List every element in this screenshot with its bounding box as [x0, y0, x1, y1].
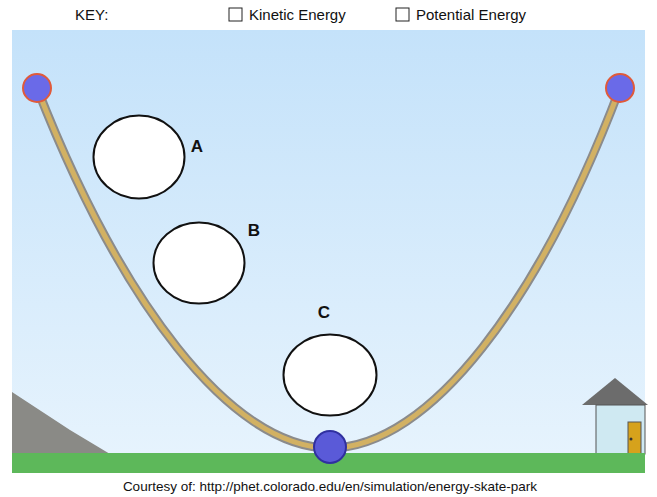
credit-caption: Courtesy of: http://phet.colorado.edu/en…: [123, 479, 537, 494]
hill: [12, 392, 110, 454]
track: [37, 88, 620, 448]
circle-letter: C: [318, 303, 330, 323]
circle-letter: A: [191, 137, 203, 157]
energy-circle: A: [92, 114, 186, 200]
circle-outline: [92, 114, 186, 200]
track-outline: [37, 88, 620, 448]
circle-letter: B: [248, 221, 260, 241]
sky: [12, 30, 645, 454]
key-label: KEY:: [75, 6, 108, 23]
circle-outline: [152, 221, 246, 305]
energy-circle: C: [282, 333, 378, 417]
legend-text: Kinetic Energy: [249, 6, 346, 23]
legend-text: Potential Energy: [416, 6, 526, 23]
house: [582, 378, 648, 454]
circle-outline: [282, 333, 378, 417]
energy-circle: B: [152, 221, 246, 305]
skater-ball: [23, 74, 634, 463]
